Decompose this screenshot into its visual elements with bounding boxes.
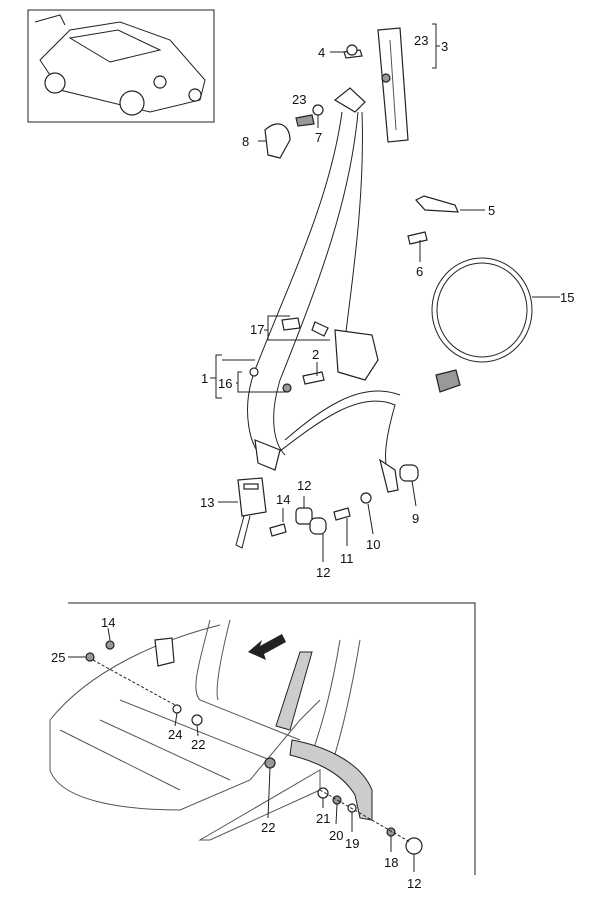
callout: 6 xyxy=(416,264,423,279)
buckle-lower xyxy=(154,637,175,667)
callout: 2 xyxy=(312,347,319,362)
bolt-25 xyxy=(85,652,95,662)
bolt-11 xyxy=(333,507,351,521)
spacer-12 xyxy=(295,507,313,525)
callout: 18 xyxy=(384,855,398,870)
height-adjuster-bracket xyxy=(377,27,409,143)
washer-7 xyxy=(312,104,324,116)
seat-frame xyxy=(49,619,361,841)
nut-22 xyxy=(191,714,203,726)
nut-16 xyxy=(282,383,292,393)
bolt-head xyxy=(346,44,358,56)
callout: 8 xyxy=(242,134,249,149)
callout: 1 xyxy=(201,371,208,386)
callout: 24 xyxy=(168,727,182,742)
callout: 9 xyxy=(412,511,419,526)
cap-16 xyxy=(249,367,259,377)
spacer-20 xyxy=(332,795,342,805)
callouts-top: 23 3 4 23 7 8 5 6 15 17 2 1 16 13 14 12 … xyxy=(200,33,574,580)
nut-22b xyxy=(264,757,276,769)
leader-lines-lower xyxy=(68,627,415,872)
bolt-6 xyxy=(407,231,428,245)
retractor xyxy=(334,329,379,381)
callout: 21 xyxy=(316,811,330,826)
cover-cap-8 xyxy=(264,123,291,159)
spacer-12b xyxy=(309,517,327,535)
callout: 22 xyxy=(261,820,275,835)
callout: 25 xyxy=(51,650,65,665)
callout: 13 xyxy=(200,495,214,510)
guide-17 xyxy=(281,317,301,331)
detail-frame xyxy=(68,602,476,875)
callout: 11 xyxy=(340,551,354,566)
washer-21 xyxy=(317,787,329,799)
callout: 22 xyxy=(191,737,205,752)
spacer-9 xyxy=(399,464,419,482)
cable-harness-15 xyxy=(431,257,533,393)
callout: 12 xyxy=(297,478,311,493)
callout: 5 xyxy=(488,203,495,218)
vehicle-thumbnail xyxy=(27,9,215,123)
washer-10 xyxy=(360,492,372,504)
callout: 12 xyxy=(316,565,330,580)
callout: 16 xyxy=(218,376,232,391)
callout: 23 xyxy=(414,33,428,48)
callout: 17 xyxy=(250,322,264,337)
callout: 4 xyxy=(318,45,325,60)
buckle-13 xyxy=(235,477,267,549)
callout: 19 xyxy=(345,836,359,851)
callout: 14 xyxy=(276,492,290,507)
bolt-23 xyxy=(295,114,315,127)
bolt-14 xyxy=(269,523,287,537)
callout: 20 xyxy=(329,828,343,843)
bolt-2 xyxy=(302,371,325,385)
guide-5 xyxy=(415,195,459,213)
belt-webbing-lower xyxy=(275,651,313,731)
leader-lines xyxy=(210,51,560,562)
belt-webbing-lower-b xyxy=(289,739,373,821)
bolt-18 xyxy=(386,827,396,837)
callout: 3 xyxy=(441,39,448,54)
callout: 12 xyxy=(407,876,421,891)
washer-24 xyxy=(172,704,182,714)
direction-arrow-icon xyxy=(248,634,286,660)
callout: 15 xyxy=(560,290,574,305)
callouts-bottom: 14 25 24 22 22 21 20 19 18 12 xyxy=(51,615,421,891)
cap-12 xyxy=(405,837,423,855)
seat-belt-webbing xyxy=(247,87,401,493)
callout: 10 xyxy=(366,537,380,552)
callout: 23 xyxy=(292,92,306,107)
guide-17b xyxy=(311,321,329,337)
bolt-14-lower xyxy=(105,640,115,650)
callout: 7 xyxy=(315,130,322,145)
callout: 14 xyxy=(101,615,115,630)
